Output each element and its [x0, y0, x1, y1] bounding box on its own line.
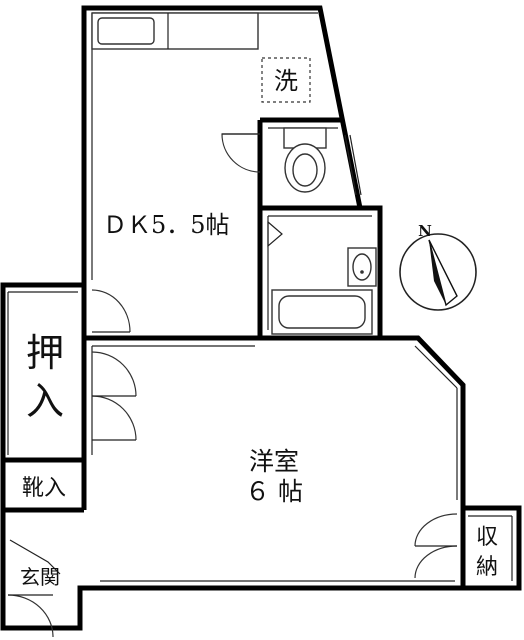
oshiire-label-line1: 押 — [26, 331, 64, 375]
compass: N — [399, 222, 477, 311]
laundry-label: 洗 — [274, 67, 298, 95]
compass-ring-icon — [399, 233, 477, 311]
kitchen-counter — [91, 12, 259, 50]
dk-label: ＤＫ5．5帖 — [103, 211, 230, 239]
storage-label-line2: 納 — [476, 555, 498, 580]
outer-walls — [0, 5, 522, 631]
compass-north-label: N — [418, 222, 432, 240]
entrance-label: 玄関 — [20, 565, 60, 589]
doors — [7, 133, 458, 638]
toilet-window — [344, 134, 362, 196]
step-marker — [267, 220, 283, 248]
bathtub — [271, 289, 373, 335]
sink — [347, 247, 377, 287]
shoe-storage-label: 靴入 — [22, 476, 66, 501]
western-room-label-line2: ６ 帖 — [245, 477, 303, 506]
toilet — [283, 127, 327, 193]
window-lines — [7, 12, 513, 582]
storage-label-line1: 収 — [476, 525, 498, 550]
oshiire-label-line2: 入 — [26, 379, 64, 423]
interior-walls — [3, 117, 466, 588]
laundry-space: 洗 — [261, 57, 311, 103]
western-room-label-line1: 洋室 — [249, 447, 299, 476]
